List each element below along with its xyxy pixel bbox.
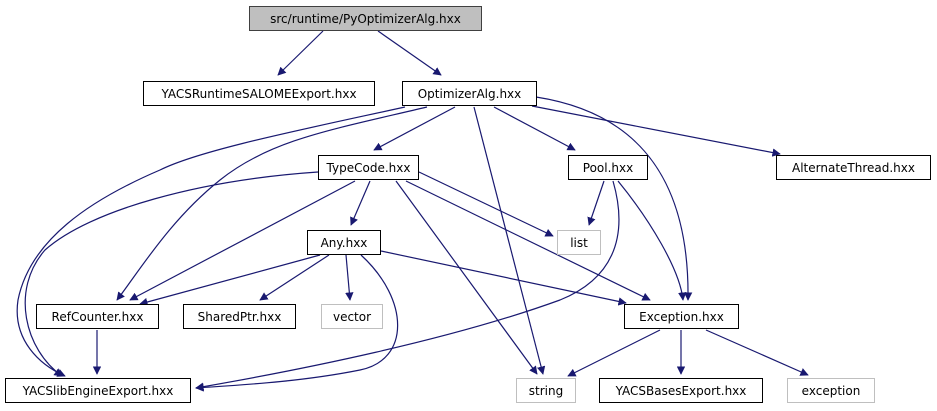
node-label: AlternateThread.hxx <box>792 160 915 175</box>
edge-typecode-to-refcounter <box>129 180 356 301</box>
edge-optimizeralg-to-yacslibengine <box>16 106 406 377</box>
edge-any-to-refcounter <box>139 254 321 307</box>
node-label: TypeCode.hxx <box>326 160 411 175</box>
edge-pool-to-list <box>587 180 605 226</box>
node-exceptionhxx[interactable]: Exception.hxx <box>624 304 739 329</box>
edge-exceptionhxx-to-string <box>567 329 661 377</box>
node-refcounter[interactable]: RefCounter.hxx <box>36 304 159 329</box>
edge-optimizeralg-to-alternatethread <box>531 105 781 157</box>
edge-any-to-vector <box>345 254 354 301</box>
node-label: Exception.hxx <box>639 309 724 324</box>
node-label: YACSRuntimeSALOMEExport.hxx <box>161 86 357 101</box>
edge-typecode-to-any <box>350 180 371 226</box>
edge-optimizeralg-to-string <box>473 106 546 375</box>
node-label: Any.hxx <box>320 235 368 250</box>
edge-optimizeralg-to-typecode <box>373 106 456 151</box>
node-sharedptr[interactable]: SharedPtr.hxx <box>183 304 296 329</box>
node-exception: exception <box>787 378 875 403</box>
edge-any-to-sharedptr <box>259 254 330 301</box>
node-vector: vector <box>321 304 383 329</box>
edge-exceptionhxx-to-exception <box>705 329 809 376</box>
node-typecode[interactable]: TypeCode.hxx <box>318 155 419 180</box>
node-optimizeralg[interactable]: OptimizerAlg.hxx <box>402 81 537 106</box>
edge-typecode-to-yacslibengine <box>24 171 319 377</box>
node-label: RefCounter.hxx <box>51 309 144 324</box>
edge-optimizeralg-to-exceptionhxx <box>535 96 693 301</box>
edge-any-to-yacslibengine <box>195 254 399 392</box>
node-yacsbases[interactable]: YACSBasesExport.hxx <box>599 378 763 403</box>
edge-root-to-yacsruntime <box>277 30 324 76</box>
node-pool[interactable]: Pool.hxx <box>568 155 648 180</box>
node-label: string <box>528 383 564 398</box>
node-label: OptimizerAlg.hxx <box>417 86 522 101</box>
node-list: list <box>557 230 601 255</box>
node-label: SharedPtr.hxx <box>197 309 282 324</box>
edge-optimizeralg-to-refcounter <box>116 106 428 301</box>
node-string: string <box>516 378 576 403</box>
node-label: list <box>570 235 588 250</box>
node-alternatethread[interactable]: AlternateThread.hxx <box>776 155 931 180</box>
edge-optimizeralg-to-pool <box>493 106 576 151</box>
edge-pool-to-exceptionhxx <box>617 180 687 301</box>
edge-any-to-exceptionhxx <box>380 250 627 306</box>
edge-typecode-to-string <box>395 180 538 375</box>
node-label: Pool.hxx <box>582 160 634 175</box>
node-any[interactable]: Any.hxx <box>307 230 381 255</box>
edge-pool-to-yacslibengine <box>195 180 620 391</box>
edge-typecode-to-list <box>418 171 554 237</box>
edge-typecode-to-exceptionhxx <box>405 180 651 301</box>
node-root: src/runtime/PyOptimizerAlg.hxx <box>249 6 482 31</box>
edge-root-to-optimizeralg <box>377 30 442 76</box>
node-yacslibengine[interactable]: YACSlibEngineExport.hxx <box>5 378 191 403</box>
node-label: exception <box>801 383 861 398</box>
node-label: vector <box>332 309 372 324</box>
node-yacsruntime[interactable]: YACSRuntimeSALOMEExport.hxx <box>143 81 375 106</box>
node-label: src/runtime/PyOptimizerAlg.hxx <box>270 11 461 26</box>
node-label: YACSBasesExport.hxx <box>615 383 747 398</box>
node-label: YACSlibEngineExport.hxx <box>22 383 174 398</box>
